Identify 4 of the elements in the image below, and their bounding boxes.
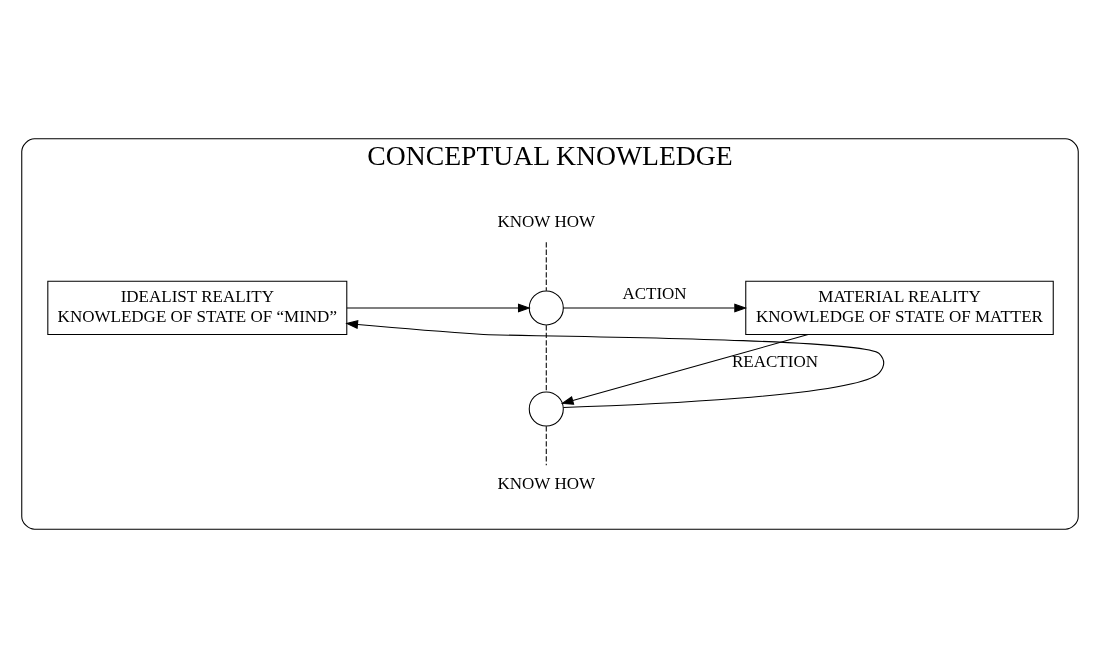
node-text: KNOW HOW <box>497 211 596 231</box>
edge-label: REACTION <box>732 351 819 371</box>
edge-label: ACTION <box>622 283 687 303</box>
node-text: KNOW HOW <box>497 473 596 493</box>
